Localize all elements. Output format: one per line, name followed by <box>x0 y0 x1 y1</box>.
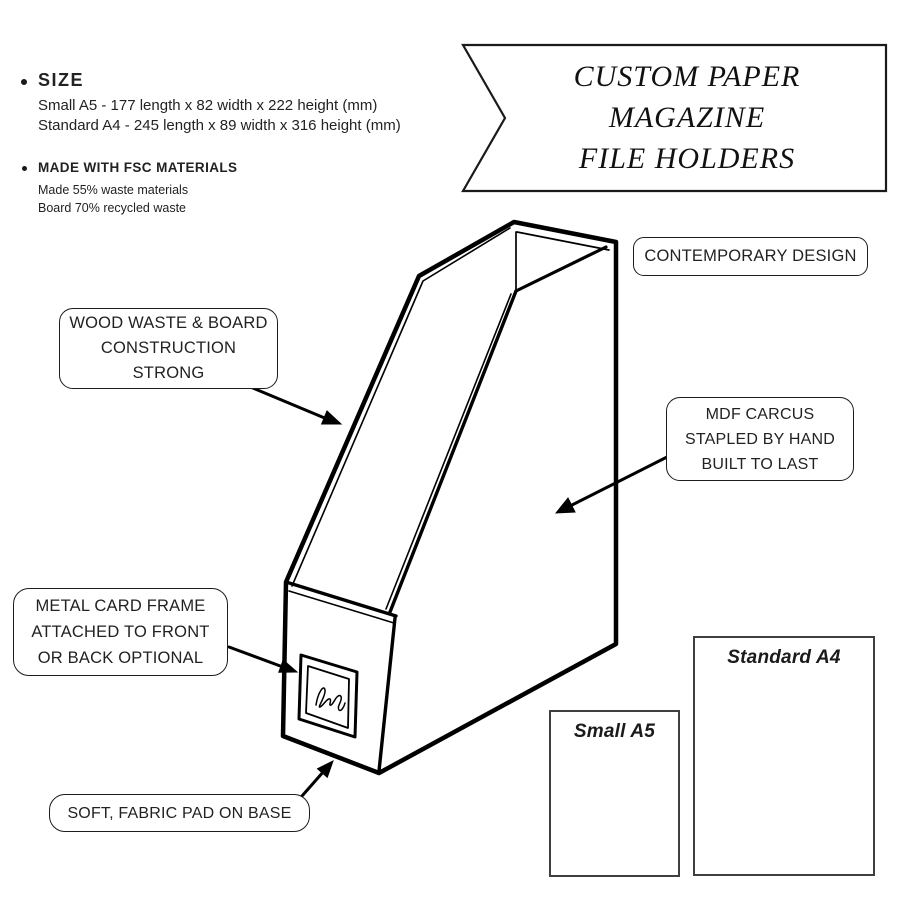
arrowhead-mdf-carcus <box>554 497 576 514</box>
arrowhead-fabric-pad <box>316 760 334 779</box>
callout-metal-card-frame-line3: OR BACK OPTIONAL <box>37 649 204 667</box>
callout-metal-card-frame-line1: METAL CARD FRAME <box>35 597 206 615</box>
far-panel-top-edge <box>514 245 608 293</box>
sample-box-a5: Small A5 <box>549 710 680 877</box>
callout-contemporary-design: CONTEMPORARY DESIGN <box>633 237 868 276</box>
holder-outline <box>280 219 619 776</box>
callout-mdf-carcus-line3: BUILT TO LAST <box>701 455 819 473</box>
sample-box-a5-label: Small A5 <box>573 721 656 742</box>
callout-wood-waste-line2: CONSTRUCTION <box>100 339 237 357</box>
callout-contemporary-design-text: CONTEMPORARY DESIGN <box>644 247 857 265</box>
callout-mdf-carcus-line2: STAPLED BY HAND <box>684 430 835 448</box>
materials-line-recycled: Board 70% recycled waste <box>38 200 186 215</box>
title-line-1: CUSTOM PAPER <box>573 60 801 93</box>
bullet-icon <box>22 166 27 171</box>
callout-metal-card-frame: METAL CARD FRAME ATTACHED TO FRONT OR BA… <box>13 588 228 676</box>
materials-line-waste: Made 55% waste materials <box>38 183 189 197</box>
callout-mdf-carcus: MDF CARCUS STAPLED BY HAND BUILT TO LAST <box>666 397 854 481</box>
arrow-card-frame <box>227 645 285 669</box>
callout-wood-waste-line3: STRONG <box>132 364 205 382</box>
bullet-icon <box>21 79 27 85</box>
front-lip-outer <box>284 580 398 618</box>
arrow-fabric-pad <box>300 769 326 798</box>
back-top-inner-line <box>516 231 610 251</box>
title-line-3: FILE HOLDERS <box>578 142 796 175</box>
sample-box-a4-label: Standard A4 <box>727 647 841 668</box>
materials-heading: MADE WITH FSC MATERIALS <box>38 160 238 175</box>
card-frame-inner <box>305 665 350 729</box>
callout-mdf-carcus-line1: MDF CARCUS <box>705 405 815 423</box>
size-heading: SIZE <box>38 70 85 90</box>
sample-box-a4: Standard A4 <box>693 636 875 876</box>
pointer-arrows <box>227 384 669 798</box>
arrowhead-card-frame <box>278 659 299 673</box>
far-slope-inner <box>385 293 512 610</box>
card-signature-squiggle <box>315 687 346 712</box>
callout-wood-waste: WOOD WASTE & BOARD CONSTRUCTION STRONG <box>59 308 278 389</box>
size-spec-lines: Small A5 - 177 length x 82 width x 222 h… <box>38 96 401 136</box>
arrow-mdf-carcus <box>570 455 669 507</box>
title-line-2: MAGAZINE <box>608 101 766 134</box>
title-ribbon: CUSTOM PAPER MAGAZINE FILE HOLDERS <box>497 56 877 179</box>
arrow-wood-waste <box>246 384 329 421</box>
title-ribbon-shape <box>461 43 888 193</box>
materials-lines: Made 55% waste materials Board 70% recyc… <box>38 182 188 217</box>
callout-wood-waste-line1: WOOD WASTE & BOARD <box>69 314 268 332</box>
magazine-file-drawing <box>280 219 619 776</box>
arrowhead-wood-waste <box>320 410 343 425</box>
callout-fabric-pad: SOFT, FABRIC PAD ON BASE <box>49 794 310 832</box>
size-spec-line-a4: Standard A4 - 245 length x 89 width x 31… <box>38 117 401 134</box>
front-lip-inner <box>288 590 395 624</box>
far-slope-outer <box>388 289 518 614</box>
callout-fabric-pad-text: SOFT, FABRIC PAD ON BASE <box>67 804 292 822</box>
callout-metal-card-frame-line2: ATTACHED TO FRONT <box>31 623 210 641</box>
near-slope-inner <box>291 227 511 587</box>
size-spec-line-a5: Small A5 - 177 length x 82 width x 222 h… <box>38 97 378 114</box>
front-right-edge <box>377 616 397 773</box>
